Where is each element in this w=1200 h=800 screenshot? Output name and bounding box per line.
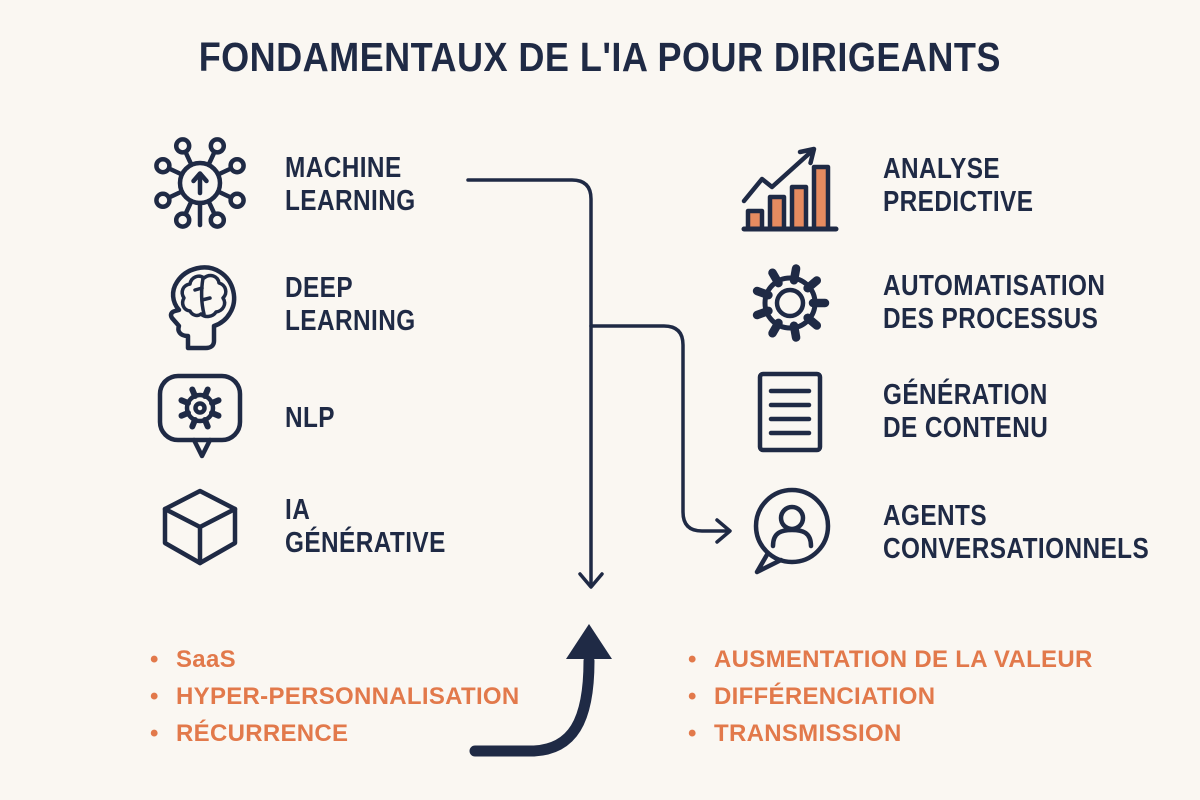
benefit-label: AUSMENTATION DE LA VALEUR — [714, 646, 1093, 673]
page-title: FONDAMENTAUX DE L'IA POUR DIRIGEANTS — [0, 33, 1200, 81]
list-item: • SaaS — [150, 641, 520, 678]
right-arrowhead-icon — [715, 518, 732, 544]
list-item: • TRANSMISSION — [688, 715, 1093, 752]
benefit-label: HYPER-PERSONNALISATION — [176, 683, 520, 710]
benefit-label: TRANSMISSION — [714, 720, 902, 747]
down-arrow-line — [466, 178, 593, 587]
label-line: GÉNÉRATION — [883, 379, 1048, 411]
application-predictive-analytics: ANALYSE PREDICTIVE — [738, 134, 1062, 238]
label-line: GÉNÉRATIVE — [285, 527, 446, 559]
benefit-label: DIFFÉRENCIATION — [714, 683, 936, 710]
label-line: CONVERSATIONNELS — [883, 533, 1150, 565]
deep-learning-brain-icon — [148, 253, 252, 357]
concept-label: NLP — [285, 402, 335, 435]
bullet-icon: • — [688, 683, 697, 710]
bullet-icon: • — [688, 646, 697, 673]
concept-generative-ai: IA GÉNÉRATIVE — [148, 475, 476, 579]
application-label: ANALYSE PREDICTIVE — [883, 153, 1033, 219]
nlp-chat-gear-icon — [148, 366, 252, 470]
list-item: • DIFFÉRENCIATION — [688, 678, 1093, 715]
application-process-automation: AUTOMATISATION DES PROCESSUS — [738, 251, 1148, 355]
label-line: LEARNING — [285, 305, 416, 337]
concept-deep-learning: DEEP LEARNING — [148, 253, 440, 357]
page-title-text: FONDAMENTAUX DE L'IA POUR DIRIGEANTS — [198, 34, 1002, 80]
swoosh-up-arrowhead-icon — [566, 624, 612, 659]
bullet-icon: • — [150, 646, 159, 673]
content-generation-document-icon — [738, 360, 842, 464]
down-arrowhead-icon — [578, 572, 604, 589]
list-item: • RÉCURRENCE — [150, 715, 520, 752]
application-label: GÉNÉRATION DE CONTENU — [883, 379, 1048, 445]
label-line: NLP — [285, 401, 335, 434]
label-line: MACHINE — [285, 152, 402, 184]
benefit-label: SaaS — [176, 646, 236, 673]
concept-nlp: NLP — [148, 366, 345, 470]
application-label: AUTOMATISATION DES PROCESSUS — [883, 270, 1105, 336]
branch-arrow-line — [589, 324, 728, 533]
label-line: LEARNING — [285, 185, 416, 217]
conversational-agents-chat-icon — [738, 481, 842, 585]
label-line: AUTOMATISATION — [883, 270, 1106, 302]
process-automation-gear-icon — [738, 251, 842, 355]
concept-label: MACHINE LEARNING — [285, 152, 416, 218]
application-label: AGENTS CONVERSATIONNELS — [883, 500, 1149, 566]
application-conversational-agents: AGENTS CONVERSATIONNELS — [738, 481, 1200, 585]
concept-machine-learning: MACHINE LEARNING — [148, 133, 440, 237]
bullet-icon: • — [688, 720, 697, 747]
label-line: DEEP — [285, 272, 354, 304]
label-line: DE CONTENU — [883, 412, 1049, 444]
application-content-generation: GÉNÉRATION DE CONTENU — [738, 360, 1080, 464]
value-benefits-list: • AUSMENTATION DE LA VALEUR • DIFFÉRENCI… — [688, 641, 1093, 752]
concept-label: IA GÉNÉRATIVE — [285, 494, 446, 560]
generative-ai-cube-icon — [148, 475, 252, 579]
bullet-icon: • — [150, 720, 159, 747]
bullet-icon: • — [150, 683, 159, 710]
machine-learning-network-icon — [148, 133, 252, 237]
benefit-label: RÉCURRENCE — [176, 720, 349, 747]
business-model-benefits-list: • SaaS • HYPER-PERSONNALISATION • RÉCURR… — [150, 641, 520, 752]
predictive-analytics-chart-icon — [738, 134, 842, 238]
concept-label: DEEP LEARNING — [285, 272, 416, 338]
label-line: ANALYSE — [883, 153, 1001, 185]
label-line: AGENTS — [883, 500, 988, 532]
label-line: PREDICTIVE — [883, 186, 1034, 218]
label-line: DES PROCESSUS — [883, 303, 1099, 335]
list-item: • HYPER-PERSONNALISATION — [150, 678, 520, 715]
label-line: IA — [285, 494, 311, 526]
list-item: • AUSMENTATION DE LA VALEUR — [688, 641, 1093, 678]
